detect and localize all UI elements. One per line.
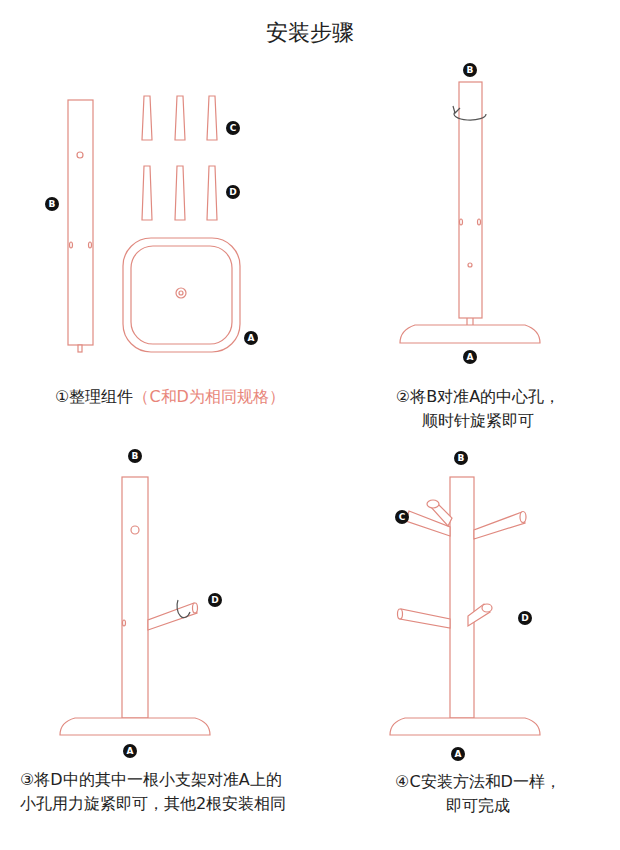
post-part bbox=[68, 100, 93, 345]
diagram-title: 安装步骤 bbox=[266, 18, 354, 48]
callout-letter: D bbox=[208, 593, 222, 607]
callout-letter: A bbox=[123, 744, 137, 758]
note-text: （C和D为相同规格） bbox=[133, 387, 285, 406]
callout-letter: D bbox=[518, 611, 532, 625]
callout-letter: C bbox=[395, 510, 409, 524]
callout-letter: C bbox=[226, 121, 240, 135]
peg-part bbox=[142, 96, 152, 140]
callout-letter: D bbox=[226, 185, 240, 199]
callout-letter: B bbox=[454, 451, 468, 465]
callout-letter: B bbox=[45, 197, 59, 211]
step-text: ①整理组件 bbox=[55, 387, 133, 406]
base-part bbox=[123, 238, 240, 352]
callout-letter: A bbox=[244, 331, 258, 345]
callout-letter: A bbox=[463, 350, 477, 364]
callout-letter: B bbox=[463, 63, 477, 77]
callout-letter: A bbox=[451, 747, 465, 761]
step-caption: ①整理组件（C和D为相同规格） bbox=[55, 385, 285, 409]
callout-letter: B bbox=[128, 449, 142, 463]
step-caption: ④C安装方法和D一样， 即可完成 bbox=[373, 770, 583, 818]
step-caption: ②将B对准A的中心孔， 顺时针旋紧即可 bbox=[363, 385, 593, 433]
step-caption: ③将D中的其中一根小支架对准A上的 小孔用力旋紧即可，其他2根安装相同 bbox=[20, 768, 350, 816]
